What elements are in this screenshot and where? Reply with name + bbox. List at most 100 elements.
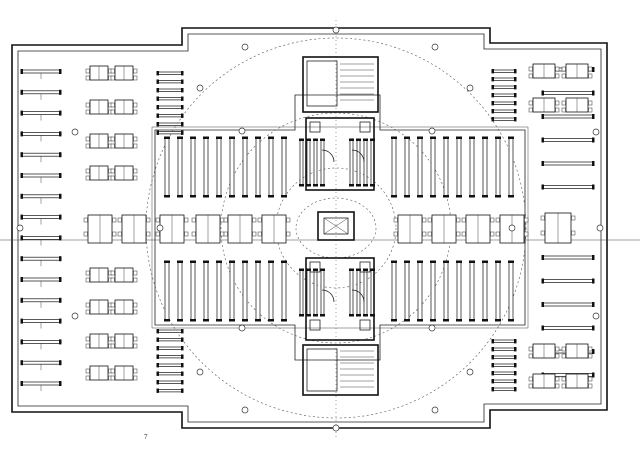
shelf-end	[491, 69, 494, 74]
chair	[133, 309, 138, 315]
shelf-end	[306, 138, 311, 141]
stack-shelf	[430, 137, 436, 197]
shelf-end	[59, 256, 62, 262]
shelf-end	[356, 268, 361, 271]
west-carrel-row	[21, 90, 61, 95]
shelf-end	[456, 195, 462, 198]
chair	[85, 336, 90, 342]
shelf-end	[430, 260, 436, 263]
north-stair-core	[302, 56, 379, 113]
structural-columns	[16, 26, 604, 432]
shelf-end	[216, 319, 222, 322]
east-carrel-row	[542, 138, 594, 142]
shelf-end	[363, 138, 368, 141]
shelf-end	[268, 319, 274, 322]
shelf-end	[59, 381, 62, 386]
shelf-end	[156, 371, 159, 376]
chair	[528, 376, 533, 382]
chair	[155, 231, 160, 237]
stack-shelf	[229, 137, 235, 197]
west-inner-shelf	[157, 114, 183, 118]
chair	[495, 217, 500, 223]
shelf-end	[20, 256, 23, 262]
shelf-end	[299, 138, 304, 141]
chair	[588, 376, 593, 382]
shelf-end	[491, 77, 494, 82]
shelf-end	[514, 85, 517, 90]
shelf-end	[404, 260, 410, 263]
chair	[555, 100, 560, 106]
shelf-end	[59, 110, 62, 116]
stack-shelf	[306, 269, 311, 316]
shelf-end	[177, 136, 183, 139]
shelf-end	[20, 297, 23, 303]
shelf-end	[156, 388, 159, 393]
stack-shelf	[299, 269, 304, 316]
chair	[490, 217, 495, 223]
shelf-end	[156, 380, 159, 385]
shelf-end	[181, 380, 184, 385]
east-carrel-row	[542, 302, 594, 307]
chair	[146, 231, 151, 237]
chair	[110, 375, 115, 381]
shelf-end	[370, 184, 375, 187]
door-swing	[321, 289, 335, 303]
shelf-end	[592, 278, 595, 284]
chair	[490, 231, 495, 237]
stack-shelf	[281, 261, 287, 321]
central-core	[302, 56, 379, 396]
door-swing	[321, 149, 335, 163]
stair-well	[306, 348, 338, 392]
shelf-end	[495, 319, 501, 322]
west-inner-shelf	[157, 380, 183, 384]
chair	[85, 109, 90, 115]
stack-shelf	[268, 261, 274, 321]
shelf-end	[541, 161, 544, 166]
shelf-end	[430, 195, 436, 198]
west-inner-shelf	[157, 372, 183, 376]
chair	[252, 217, 257, 223]
west-carrel-row	[21, 340, 61, 344]
shelf-end	[242, 260, 248, 263]
shelf-end	[592, 114, 595, 119]
chair	[561, 107, 566, 113]
stack-shelf	[268, 137, 274, 197]
shelf-end	[508, 319, 514, 322]
chair	[588, 383, 593, 389]
chair	[133, 368, 138, 374]
shelf-end	[313, 184, 318, 187]
stack-shelf	[216, 137, 222, 197]
stack-shelf	[203, 137, 209, 197]
shelf-end	[268, 260, 274, 263]
shelf-end	[443, 136, 449, 139]
chair	[133, 75, 138, 81]
wc-stall	[309, 319, 321, 331]
south-toilet-block	[305, 257, 375, 341]
shelf-end	[59, 131, 62, 137]
column	[241, 43, 249, 51]
stack-shelf	[313, 269, 318, 316]
shelf-end	[456, 260, 462, 263]
shelf-end	[356, 138, 361, 141]
shelf-end	[592, 137, 595, 143]
chair	[133, 336, 138, 342]
east-inner-shelf	[492, 85, 516, 89]
chair	[561, 346, 566, 352]
chair	[110, 277, 115, 283]
shelf-end	[370, 314, 375, 317]
shelf-end	[313, 268, 318, 271]
chair	[133, 136, 138, 142]
chair	[220, 231, 225, 237]
shelf-end	[491, 93, 494, 98]
chair	[133, 270, 138, 276]
stack-shelf	[495, 137, 501, 197]
shelf-end	[491, 379, 494, 384]
chair	[117, 231, 122, 237]
chair	[561, 376, 566, 382]
shelf-end	[59, 235, 62, 241]
shelf-end	[59, 339, 62, 345]
chair	[85, 143, 90, 149]
west-carrel-row	[21, 381, 61, 386]
shelf-end	[255, 319, 261, 322]
shelf-end	[164, 195, 170, 198]
